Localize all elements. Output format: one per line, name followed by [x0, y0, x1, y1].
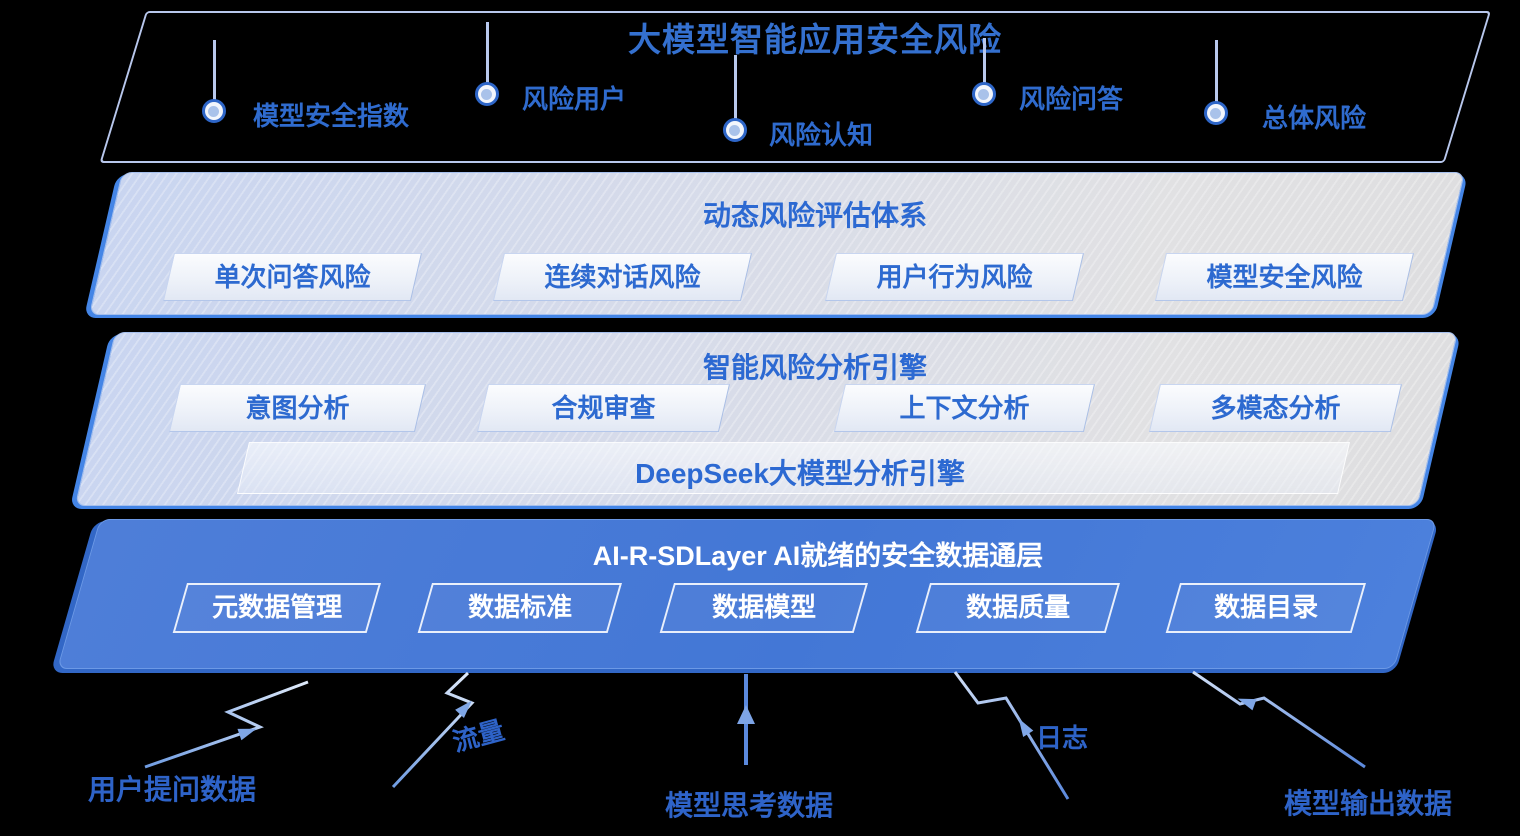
indicator-stem: [1215, 40, 1218, 102]
layer2-box: 意图分析: [168, 384, 426, 432]
indicator-label: 风险用户: [522, 84, 627, 114]
indicator-dot-icon: [723, 118, 747, 142]
zigzag-arrow-model-output: [1192, 670, 1366, 769]
layer1-box: 用户行为风险: [824, 253, 1084, 301]
source-label-model-output: 模型输出数据: [1284, 788, 1453, 819]
layer3-box-label: 数据目录: [1214, 592, 1319, 622]
layer1-box: 模型安全风险: [1154, 253, 1414, 301]
indicator-label: 风险问答: [1019, 84, 1124, 114]
layer3-box: 数据质量: [915, 583, 1120, 633]
indicator-label: 模型安全指数: [253, 101, 410, 131]
indicator-stem: [734, 55, 737, 120]
arrowhead-icon: [1237, 698, 1257, 711]
layer3-box-label: 数据模型: [712, 592, 817, 622]
indicator-label: 总体风险: [1262, 103, 1367, 133]
source-label-log: 日志: [1036, 723, 1089, 753]
indicator-label: 风险认知: [769, 120, 874, 150]
indicator-dot-icon: [475, 82, 499, 106]
layer3-box: 元数据管理: [172, 583, 381, 633]
indicator-stem: [983, 38, 986, 84]
arrowhead-icon: [1018, 718, 1034, 737]
layer2-box-label: 合规审查: [551, 393, 656, 423]
layer3-box: 数据目录: [1165, 583, 1366, 633]
layer1-box-label: 单次问答风险: [214, 262, 371, 292]
layer1-box-label: 用户行为风险: [876, 262, 1033, 292]
layer2-box: 多模态分析: [1148, 384, 1402, 432]
indicator-dot-icon: [202, 99, 226, 123]
layer3-box: 数据模型: [659, 583, 868, 633]
deepseek-engine-label: DeepSeek大模型分析引擎: [635, 458, 965, 489]
source-label-traffic: 流量: [449, 714, 508, 758]
layer2-box-label: 意图分析: [245, 393, 350, 423]
layer2-box: 合规审查: [476, 384, 730, 432]
layer2-box: 上下文分析: [833, 384, 1095, 432]
layer3-box: 数据标准: [417, 583, 622, 633]
diagram-title: 大模型智能应用安全风险: [628, 21, 1002, 58]
layer1-box-label: 连续对话风险: [544, 262, 701, 292]
source-label-user-question: 用户提问数据: [88, 774, 257, 805]
layer2-box-label: 多模态分析: [1210, 393, 1341, 423]
layer1-box: 单次问答风险: [162, 253, 422, 301]
layer2-box-label: 上下文分析: [899, 393, 1030, 423]
indicator-dot-icon: [972, 82, 996, 106]
layer1-title: 动态风险评估体系: [702, 200, 927, 231]
zigzag-arrow-user-question: [144, 680, 309, 769]
layer3-box-label: 元数据管理: [212, 592, 343, 622]
indicator-dot-icon: [1204, 101, 1228, 125]
layer1-box-label: 模型安全风险: [1206, 262, 1363, 292]
arrowhead-icon: [455, 700, 472, 718]
arrowhead-icon: [237, 728, 257, 741]
source-label-model-thinking: 模型思考数据: [665, 790, 834, 821]
arrowhead-icon: [737, 705, 755, 724]
layer3-box-label: 数据质量: [966, 592, 1071, 622]
layer1-box: 连续对话风险: [492, 253, 752, 301]
layer3-title: AI-R-SDLayer AI就绪的安全数据通层: [592, 541, 1044, 571]
indicator-stem: [486, 22, 489, 84]
layer3-box-label: 数据标准: [468, 592, 573, 622]
layer2-title: 智能风险分析引擎: [702, 352, 927, 383]
indicator-stem: [213, 40, 216, 102]
